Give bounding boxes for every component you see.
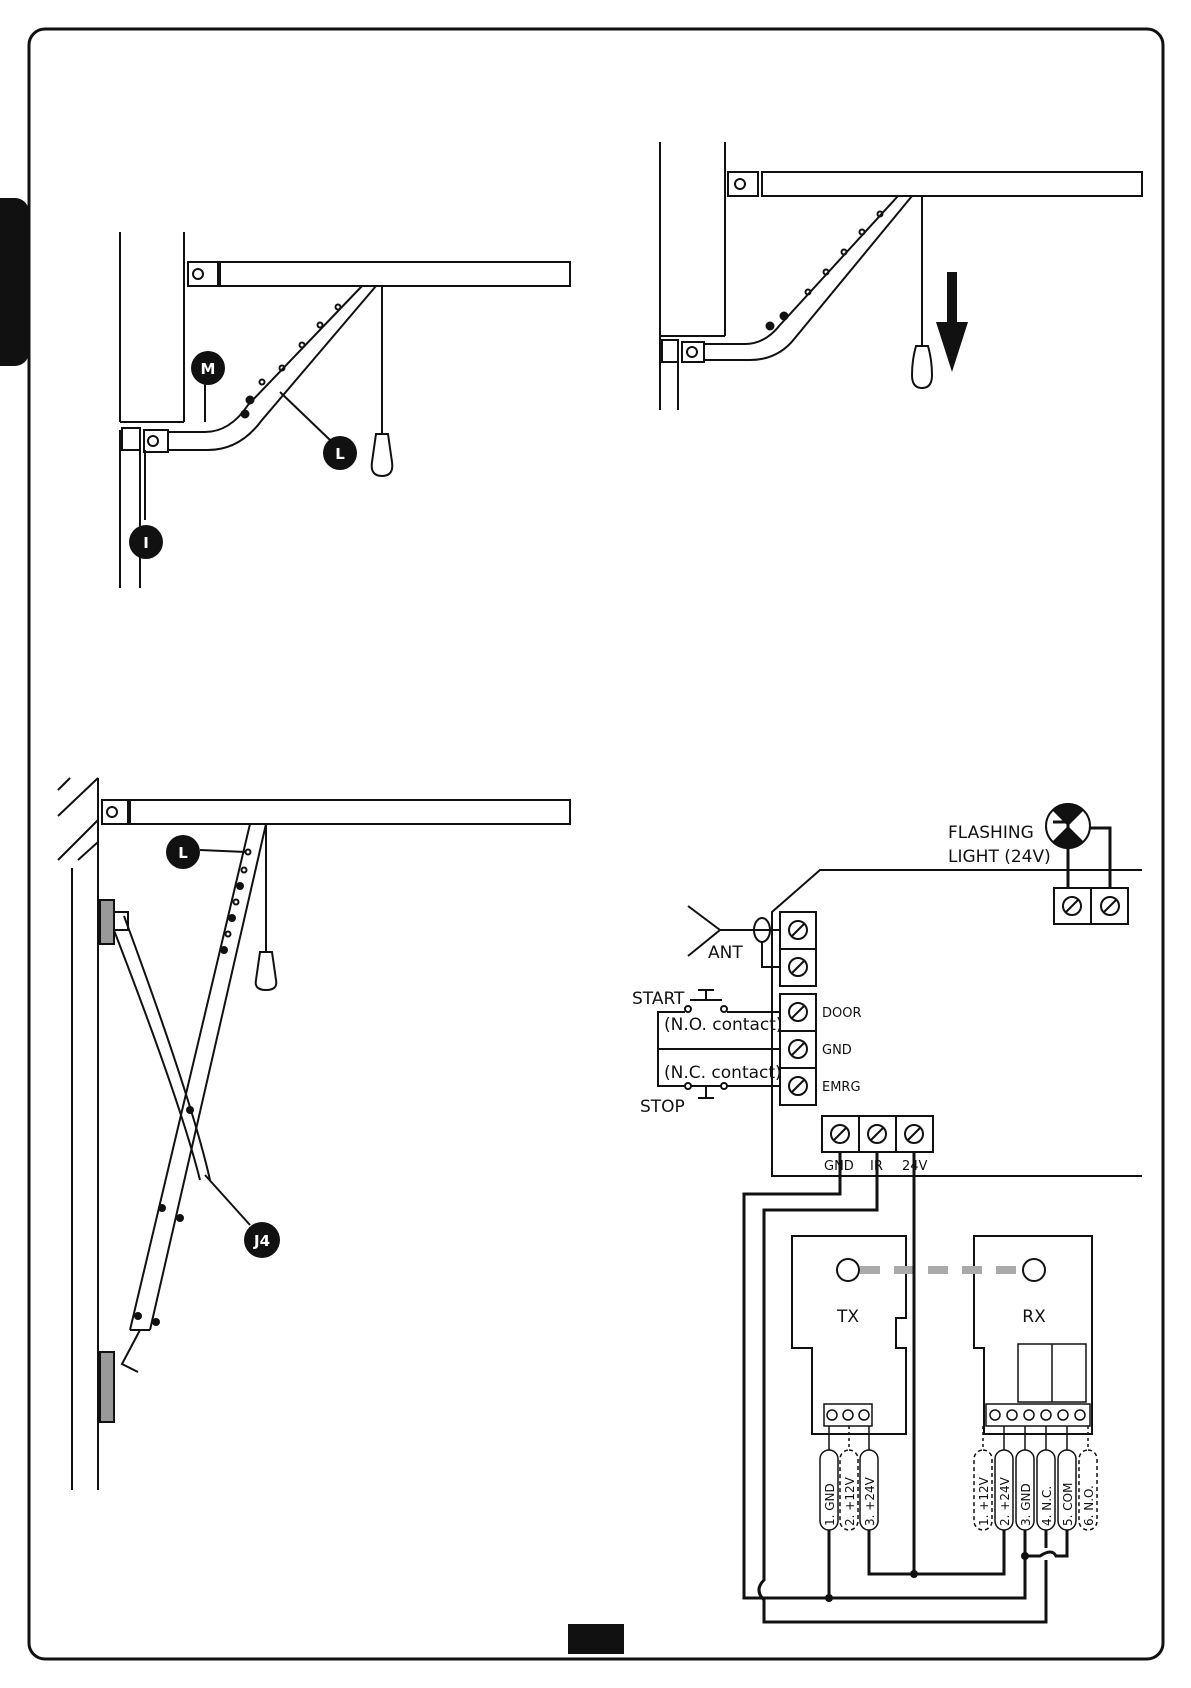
flashing-light-label-1: FLASHING xyxy=(948,823,1034,843)
emrg-label: EMRG xyxy=(822,1080,861,1095)
callout-l: L xyxy=(323,436,357,470)
arrow-down-icon xyxy=(936,272,968,372)
callout-j4: J4 xyxy=(244,1222,280,1258)
rx-pin-2: 2. +24V xyxy=(998,1476,1012,1526)
callout-i: I xyxy=(129,525,163,559)
tx-pin-3: 3. +24V xyxy=(863,1476,877,1526)
no-contact-label: (N.O. contact) xyxy=(664,1015,783,1035)
rx-pin-1: 1. +12V xyxy=(977,1476,991,1526)
door-label: DOOR xyxy=(822,1006,862,1021)
stop-label: STOP xyxy=(640,1097,685,1117)
gnd-label: GND xyxy=(822,1043,852,1058)
callout-m: M xyxy=(191,351,225,385)
tx-pin-2: 2. +12V xyxy=(843,1476,857,1526)
svg-text:J4: J4 xyxy=(253,1232,270,1250)
page-number-block xyxy=(568,1624,624,1654)
svg-text:I: I xyxy=(143,534,149,552)
ant-label: ANT xyxy=(708,943,743,963)
svg-text:L: L xyxy=(335,445,345,463)
start-label: START xyxy=(632,989,685,1009)
svg-text:L: L xyxy=(178,844,188,862)
nc-contact-label: (N.C. contact) xyxy=(664,1063,782,1083)
wiring-diagram: FLASHING LIGHT (24V) ANT xyxy=(632,803,1142,1622)
figure-pull-down xyxy=(660,142,1142,410)
rx-pin-4: 4. N.C. xyxy=(1040,1486,1054,1526)
callout-l-bottom: L xyxy=(166,835,200,869)
rx-pin-3: 3. GND xyxy=(1019,1483,1033,1526)
rx-pin-5: 5. COM xyxy=(1061,1483,1075,1526)
svg-text:M: M xyxy=(201,360,216,378)
tx-label: TX xyxy=(836,1307,859,1327)
rx-label: RX xyxy=(1022,1307,1046,1327)
tx-pin-1: 1. GND xyxy=(823,1483,837,1526)
figure-arm-detail xyxy=(120,232,570,588)
flashing-light-label-2: LIGHT (24V) xyxy=(948,847,1051,867)
rx-pin-6: 6. N.O. xyxy=(1082,1485,1096,1526)
figure-arm-installed xyxy=(58,778,570,1490)
